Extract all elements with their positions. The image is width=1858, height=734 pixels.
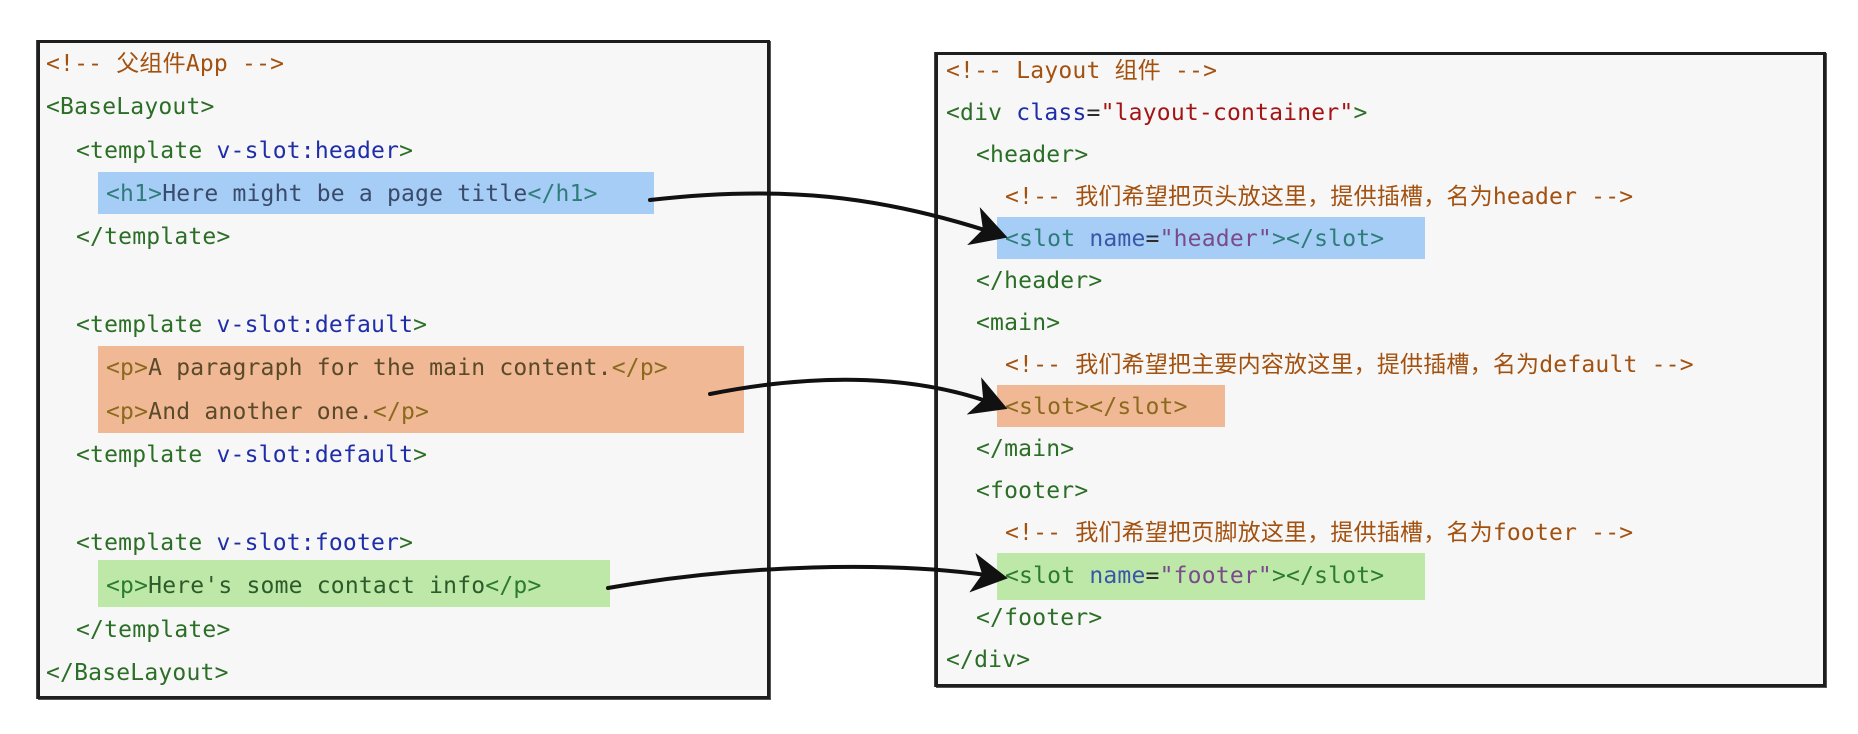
footer-comment: <!-- 我们希望把页脚放这里，提供插槽，名为footer --> [1005,520,1634,546]
p-open-tag: <p> [106,355,149,381]
p-close-tag: </p> [611,355,668,381]
tag-close: > [399,530,414,556]
equals-sign: = [1086,100,1101,126]
default-slot-highlight [997,385,1225,427]
tag-close: > [413,312,428,338]
v-slot-default-attr: v-slot:default [216,442,414,468]
slot-close-tag: ></slot> [1271,226,1385,252]
tag-close: > [1353,100,1368,126]
header-content-highlight [98,172,654,214]
slot-close-tag: ></slot> [1271,563,1385,589]
p-close-tag: </p> [372,399,430,425]
p-text: A paragraph for the main content. [148,355,612,381]
default-arrow [708,377,1008,415]
slot-open-tag: <slot [1005,226,1076,252]
base-layout-close-tag: </BaseLayout> [46,660,229,686]
paragraph-1-line: <p>A paragraph for the main content.</p> [106,354,668,382]
h1-text: Here might be a page title [162,181,528,207]
template-tag: <template [76,442,203,468]
tag-close: > [399,138,414,164]
footer-content-highlight [98,560,610,607]
template-tag: <template [76,138,203,164]
slot-name-value: "header" [1159,226,1272,252]
v-slot-header-attr: v-slot:header [216,138,400,164]
h1-line: <h1>Here might be a page title</h1> [106,180,598,208]
header-open-tag: <header> [976,142,1089,168]
header-slot-line: <slot name="header"></slot> [1005,225,1384,253]
v-slot-default-attr: v-slot:default [216,312,414,338]
template-tag: <template [76,530,203,556]
p-close-tag: </p> [485,573,542,599]
equals-sign: = [1145,563,1160,589]
div-close-tag: </div> [946,647,1031,673]
div-open-tag: <div [946,100,1003,126]
h1-open-tag: <h1> [106,181,163,207]
footer-arrow [606,552,1008,593]
class-attr: class [1016,100,1087,126]
default-content-highlight [98,346,744,433]
p-text: Here's some contact info [148,573,486,599]
template-default-line: <template v-slot:default> [76,311,427,339]
equals-sign: = [1145,226,1160,252]
p-text: And another one. [148,399,373,425]
parent-comment: <!-- 父组件App --> [46,51,285,77]
header-slot-highlight [997,217,1425,259]
header-comment: <!-- 我们希望把页头放这里，提供插槽，名为header --> [1005,184,1634,210]
header-close-tag: </header> [976,268,1103,294]
main-open-tag: <main> [976,310,1061,336]
base-layout-open-tag: <BaseLayout> [46,94,215,120]
template-tag: <template [76,312,203,338]
template-footer-line: <template v-slot:footer> [76,529,413,557]
layout-comment: <!-- Layout 组件 --> [946,58,1218,84]
slot-open-tag: <slot [1005,563,1076,589]
p-open-tag: <p> [106,399,149,425]
tag-close: > [413,442,428,468]
template-default-line-2: <template v-slot:default> [76,441,427,469]
main-close-tag: </main> [976,436,1075,462]
footer-slot-highlight [997,553,1425,600]
h1-close-tag: </h1> [527,181,598,207]
paragraph-3-line: <p>Here's some contact info</p> [106,572,542,600]
slot-name-value: "footer" [1159,563,1272,589]
footer-slot-line: <slot name="footer"></slot> [1005,562,1384,590]
header-arrow [648,191,1008,246]
default-slot-line: <slot></slot> [1005,394,1188,420]
footer-close-tag: </footer> [976,605,1103,631]
footer-open-tag: <footer> [976,478,1089,504]
v-slot-footer-attr: v-slot:footer [216,530,400,556]
template-header-line: <template v-slot:header> [76,137,413,165]
template-close-tag-1: </template> [76,224,231,250]
name-attr: name [1089,226,1146,252]
name-attr: name [1089,563,1146,589]
paragraph-2-line: <p>And another one.</p> [106,398,429,426]
main-comment: <!-- 我们希望把主要内容放这里，提供插槽，名为default --> [1005,352,1694,378]
class-value: "layout-container" [1100,100,1354,126]
template-close-tag-3: </template> [76,617,231,643]
p-open-tag: <p> [106,573,149,599]
div-open-line: <div class="layout-container"> [946,99,1368,127]
